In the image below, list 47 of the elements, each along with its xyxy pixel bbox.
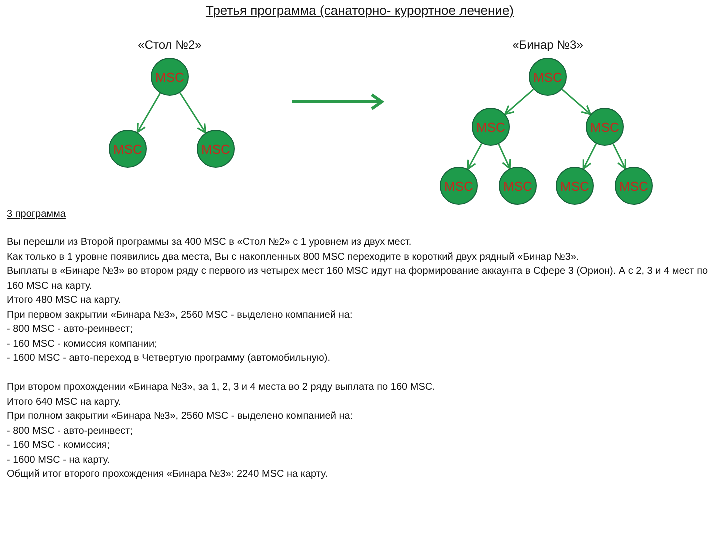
node-label: MSC: [114, 142, 142, 156]
arrow: [467, 143, 483, 170]
circle-node: [440, 167, 478, 205]
circle-node: [615, 167, 653, 205]
node-label: MSC: [590, 120, 620, 134]
arrow: [180, 92, 207, 134]
node-label: MSC: [444, 178, 474, 194]
title: Третья программа (санаторно- курортное лечение): [204, 4, 516, 18]
node-label: MSC: [202, 142, 230, 156]
text-line: - 800 MSC - авто-реинвест;: [7, 323, 134, 337]
node-label: MSC: [504, 178, 532, 194]
text-line: - 1600 MSC - авто-переход в Четвертую программу (автомобильную).: [7, 352, 332, 366]
circle-node: [529, 58, 567, 96]
text-line: Выплаты в «Бинаре №3» во втором ряду с первого из четырех мест 160 MSC идут на формирование аккаунта в Сфере 3 (Орион). А с 2, 3 и 4 мест по 160 MSC на карту.: [7, 265, 710, 294]
node-label: MSC: [476, 120, 506, 134]
text-line: - 800 MSC - авто-реинвест;: [7, 424, 134, 438]
circle-node: [109, 130, 147, 168]
node-label: MSC: [620, 178, 648, 194]
section-heading: 3 программа: [7, 208, 66, 222]
text-line: При втором прохождении «Бинара №3», за 1, 2, 3 и 4 места во 2 ряду выплата по 160 MSC.: [7, 381, 436, 395]
text-line: Как только в 1 уровне появились два места, Вы с накопленных 800 MSC переходите в короткий двух рядный «Бинар №3».: [7, 250, 580, 264]
arrow: [582, 144, 598, 170]
circle-node: [556, 167, 594, 205]
arrow: [612, 144, 626, 170]
text-line: При первом закрытии «Бинара №3», 2560 MSC - выделено компанией на:: [7, 308, 354, 322]
node-label: MSC: [156, 70, 184, 84]
tree-heading: «Стол №2»: [137, 38, 203, 52]
circle-node: [472, 108, 510, 146]
circle-node: [197, 130, 235, 168]
text-line: Общий итог второго прохождения «Бинара №3»: 2240 MSC на карту.: [7, 468, 329, 482]
arrow: [504, 88, 534, 116]
text-line: Вы перешли из Второй программы за 400 MSC в «Стол №2» с 1 уровнем из двух мест.: [7, 236, 413, 250]
text-line: - 1600 MSC - на карту.: [7, 454, 112, 468]
arrow: [498, 144, 512, 170]
text-line: - 160 MSC - комиссия компании;: [7, 338, 158, 352]
text-line: Итого 640 MSC на карту.: [7, 396, 122, 410]
node-label: MSC: [560, 178, 590, 194]
tree-heading: «Бинар №3»: [512, 38, 584, 52]
circle-node: [499, 167, 537, 205]
circle-node: [151, 58, 189, 96]
text-line: - 160 MSC - комиссия;: [7, 439, 111, 453]
arrow: [136, 93, 162, 134]
circle-node: [586, 108, 624, 146]
text-line: Итого 480 MSC на карту.: [7, 294, 122, 308]
text-line: При полном закрытии «Бинара №3», 2560 MSC - выделено компанией на:: [7, 410, 354, 424]
arrow: [562, 88, 592, 116]
node-label: MSC: [534, 70, 562, 84]
